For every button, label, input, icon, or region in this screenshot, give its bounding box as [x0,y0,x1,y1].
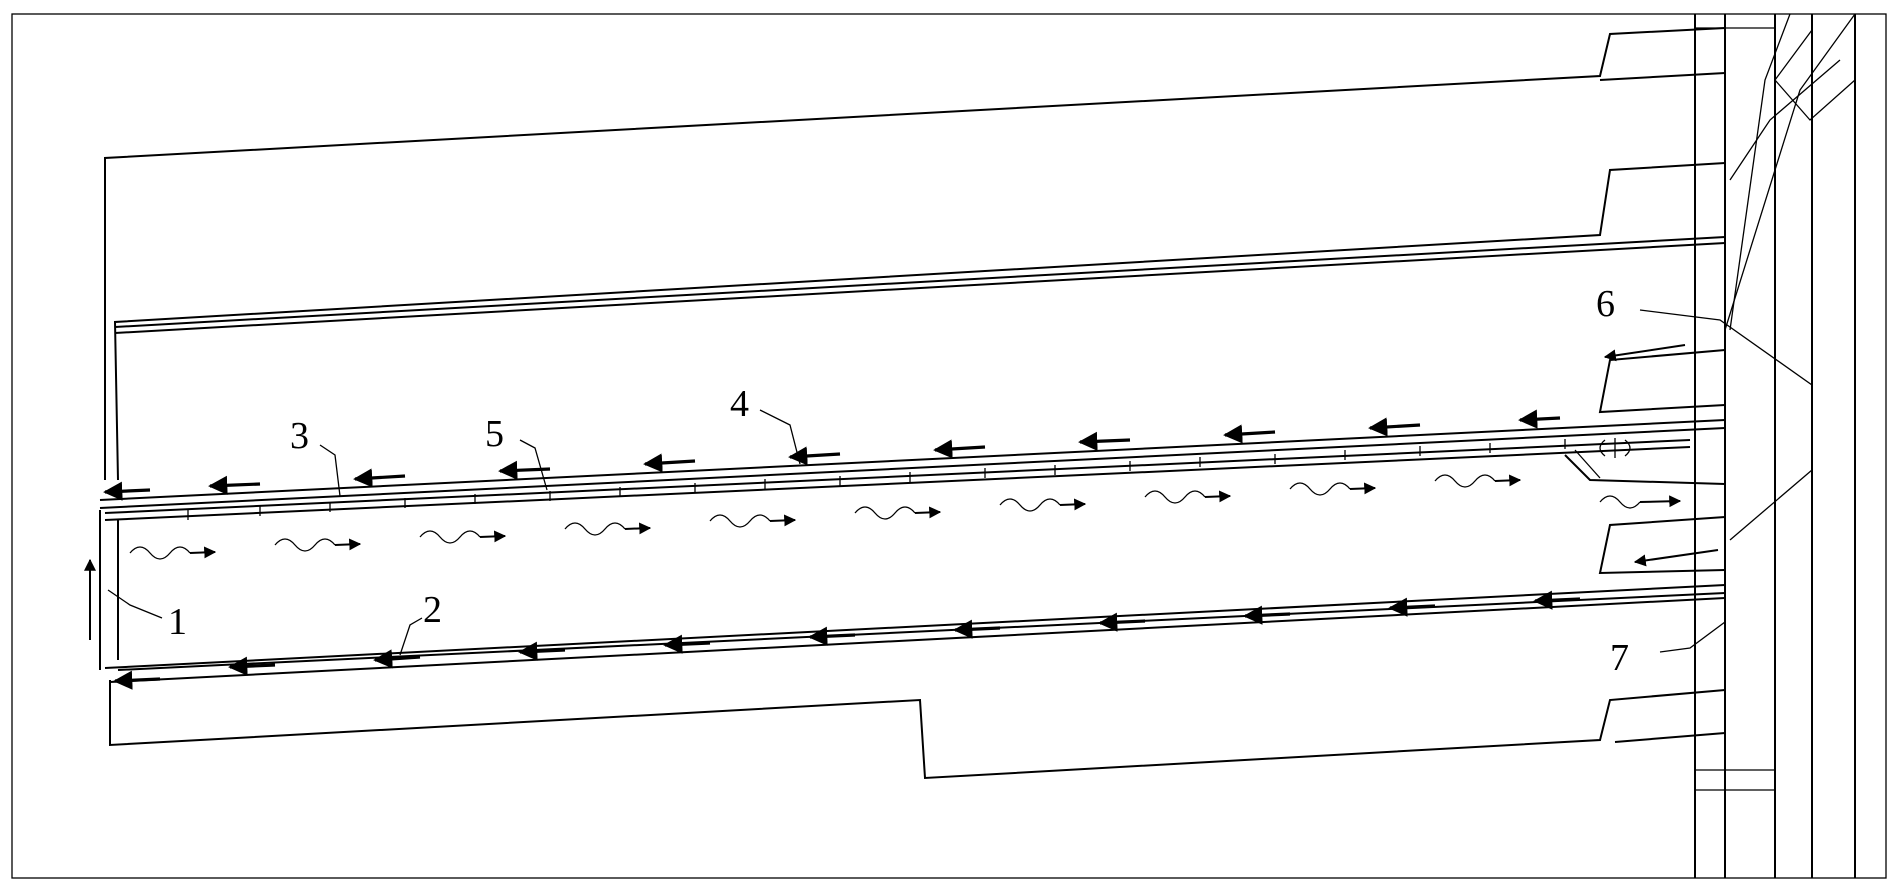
channel-ties [187,439,1566,520]
valve-symbol [1599,438,1631,458]
label-2: 2 [423,589,442,631]
label-1: 1 [168,601,187,643]
label-3: 3 [290,415,309,457]
lower-channel [99,510,1726,683]
lower-flow-arrows [113,590,1581,690]
upper-channel [99,349,1726,521]
bottom-formwork [109,680,1726,780]
upper-flow-arrows [103,409,1561,501]
wave-arrows [129,474,1682,560]
label-6: 6 [1596,283,1615,325]
top-formwork [104,27,1726,481]
figure-frame [11,13,1887,879]
vertical-column [1694,14,1856,878]
label-4: 4 [730,383,749,425]
diagonal-bracing [1724,13,1856,541]
leader-lines [107,309,1813,656]
label-7: 7 [1610,637,1629,679]
label-5: 5 [485,413,504,455]
inlet-arrows [1603,344,1719,567]
